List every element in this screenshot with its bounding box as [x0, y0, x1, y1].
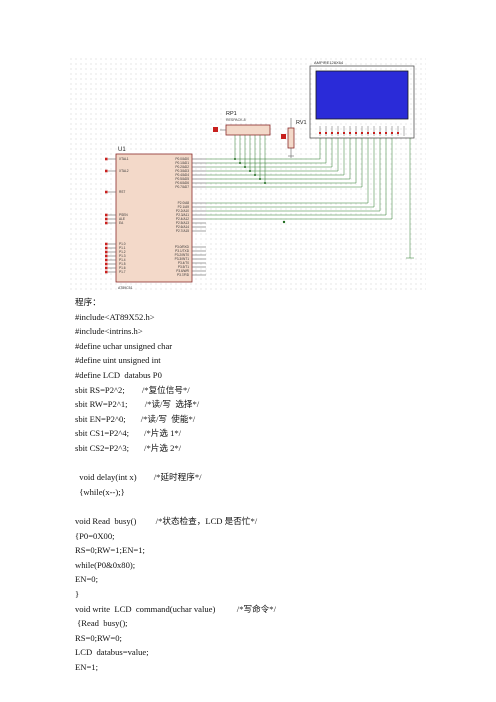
mcu-right-pin-label: P3.3/INT1 — [175, 257, 190, 261]
code-line: void delay(int x) /*延时程序*/ — [75, 472, 202, 483]
mcu-left-pin-marker — [105, 190, 108, 194]
mcu-left-pin-label: P1.0 — [119, 242, 126, 246]
code-line: sbit CS1=P2^4; /*片选 1*/ — [75, 428, 182, 439]
code-line: #include<intrins.h> — [75, 326, 143, 337]
mcu-left-pin-label: P1.2 — [119, 250, 126, 254]
mcu-right-pin-label: P2.7/A15 — [176, 229, 189, 233]
mcu-right-pin-label: P0.0/AD0 — [175, 157, 189, 161]
code-line: sbit RS=P2^2; /*复位信号*/ — [75, 384, 190, 395]
mcu-right-pin-label: P2.1/A9 — [178, 205, 190, 209]
mcu-left-pin-marker — [105, 157, 108, 161]
mcu-right-pin-label: P2.6/A14 — [176, 225, 189, 229]
mcu-left-pin-label: EA — [119, 221, 124, 225]
code-line: sbit CS2=P2^3; /*片选 2*/ — [75, 443, 182, 453]
mcu-left-pin-marker — [105, 169, 108, 173]
code-line: } — [75, 589, 80, 599]
mcu-right-pin-label: P2.5/A13 — [176, 221, 189, 225]
mcu-u1: U1 AT89C51 XTAL1XTAL2RSTPSENALEEAP1.0P1.… — [105, 147, 206, 290]
code-line: #define LCD databus P0 — [75, 370, 162, 380]
mcu-right-pin-label: P2.4/A12 — [176, 217, 189, 221]
rv-label: RV1 — [296, 120, 307, 126]
code-line: RS=0;RW=0; — [75, 632, 122, 643]
bus-wires — [206, 135, 414, 259]
circuit-schematic: AMPIRE128X64 RP1 RESPACK-8 — [70, 58, 426, 292]
lcd-screen — [315, 70, 409, 120]
mcu-right-pin-label: P3.1/TXD — [175, 249, 190, 253]
code-line: void write LCD command(uchar value) /*写命… — [75, 603, 276, 614]
mcu-right-pin-label: P0.6/AD6 — [175, 181, 189, 185]
mcu-left-pin-marker — [105, 242, 108, 246]
lcd-label: AMPIRE128X64 — [314, 60, 344, 65]
mcu-left-pin-marker — [105, 217, 108, 221]
mcu-left-pin-label: P1.1 — [119, 246, 126, 250]
mcu-right-pin-label: P0.7/AD7 — [175, 185, 189, 189]
code-line: RS=0;RW=1;EN=1; — [75, 545, 145, 556]
mcu-left-pin-label: PSEN — [119, 213, 128, 217]
resistor-pack: RP1 RESPACK-8 — [213, 111, 271, 136]
mcu-left-pin-label: P1.4 — [119, 258, 126, 262]
rp-label: RP1 — [226, 111, 237, 117]
code-line: void Read busy() /*状态检查，LCD 是否忙*/ — [75, 516, 258, 526]
mcu-left-pin-label: P1.6 — [119, 266, 126, 270]
mcu-right-pin-label: P3.7/RD — [177, 273, 190, 277]
code-line: sbit EN=P2^0; /*读/写 使能*/ — [75, 413, 196, 424]
mcu-right-pin-label: P0.1/AD1 — [175, 161, 189, 165]
mcu-left-pin-label: P1.3 — [119, 254, 126, 258]
mcu-right-pin-label: P0.3/AD3 — [175, 169, 189, 173]
mcu-right-pin-label: P2.3/A11 — [176, 213, 189, 217]
mcu-left-pin-marker — [105, 262, 108, 266]
rp-sublabel: RESPACK-8 — [226, 118, 246, 122]
mcu-left-pin-marker — [105, 221, 108, 225]
mcu-left-pin-label: XTAL2 — [119, 169, 129, 173]
mcu-left-pin-label: ALE — [119, 217, 125, 221]
mcu-left-pin-marker — [105, 270, 108, 274]
mcu-right-pin-label: P3.0/RXD — [175, 245, 190, 249]
code-line: while(P0&0x80); — [75, 559, 136, 570]
code-line: #define uchar unsigned char — [75, 340, 173, 351]
mcu-left-pin-marker — [105, 266, 108, 270]
code-line: {while(x--);} — [75, 486, 125, 497]
code-line: EN=1; — [75, 662, 98, 672]
code-line: #include<AT89X52.h> — [75, 311, 155, 322]
mcu-left-pin-marker — [105, 250, 108, 254]
potentiometer: RV1 — [281, 118, 307, 158]
mcu-left-pin-marker — [105, 254, 108, 258]
lcd-module: AMPIRE128X64 — [309, 60, 415, 139]
mcu-part: AT89C51 — [118, 286, 133, 290]
code-line: EN=0; — [75, 574, 98, 585]
code-line: sbit RW=P2^1; /*读/写 选择*/ — [75, 399, 200, 410]
code-line: {Read busy(); — [75, 618, 128, 629]
mcu-right-pin-label: P3.5/T1 — [178, 265, 189, 269]
code-line: #define uint unsigned int — [75, 355, 161, 366]
mcu-left-pin-marker — [105, 213, 108, 217]
mcu-right-pin-label: P2.2/A10 — [176, 209, 189, 213]
code-line: {P0=0X00; — [75, 530, 115, 541]
code-line: 程序： — [75, 297, 101, 307]
mcu-left-pin-label: RST — [119, 190, 125, 194]
mcu-left-pin-label: XTAL1 — [119, 157, 129, 161]
mcu-right-pin-label: P0.4/AD4 — [175, 173, 189, 177]
mcu-left-pin-label: P1.7 — [119, 270, 126, 274]
mcu-left-pin-label: P1.5 — [119, 262, 126, 266]
mcu-left-pin-marker — [105, 258, 108, 262]
mcu-right-pin-label: P0.2/AD2 — [175, 165, 189, 169]
mcu-right-pin-label: P3.6/WR — [176, 269, 189, 273]
mcu-body — [115, 153, 193, 283]
mcu-right-pin-label: P3.4/T0 — [178, 261, 189, 265]
mcu-left-pin-marker — [105, 246, 108, 250]
mcu-right-pin-label: P3.2/INT0 — [175, 253, 190, 257]
mcu-label: U1 — [118, 147, 126, 153]
mcu-right-pin-label: P0.5/AD5 — [175, 177, 189, 181]
mcu-right-pin-label: P2.0/A8 — [178, 201, 190, 205]
code-line: LCD databus=value; — [75, 647, 149, 658]
